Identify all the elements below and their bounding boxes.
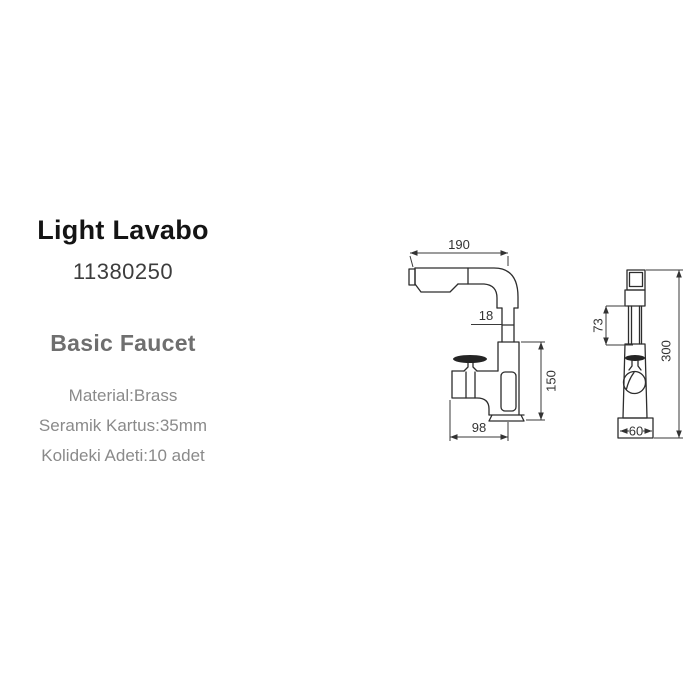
side-view: 190 18 150 98 <box>408 237 558 441</box>
dim-base-depth: 98 <box>449 400 509 441</box>
faucet-body-front <box>617 343 654 439</box>
dim-base-width: 60 <box>620 424 652 439</box>
riser-pipe-front <box>627 305 643 345</box>
spec-cartridge: Seramik Kartus:35mm <box>38 416 208 435</box>
product-category: Basic Faucet <box>50 330 196 356</box>
dim-pipe-width: 18 <box>471 308 502 325</box>
dim-label-190: 190 <box>448 237 470 252</box>
handle-knob <box>622 370 647 395</box>
dim-label-73: 73 <box>590 318 605 332</box>
dim-head-height: 73 <box>590 305 633 346</box>
handle-front <box>622 355 647 395</box>
handle-disc <box>453 355 487 363</box>
product-specs: Material:Brass Seramik Kartus:35mm Kolid… <box>0 381 246 471</box>
dim-spout-reach: 190 <box>409 237 509 268</box>
handle-disc-front <box>625 355 645 361</box>
technical-drawing: 190 18 150 98 <box>408 237 683 441</box>
spec-box-quantity: Kolideki Adeti:10 adet <box>41 446 205 465</box>
dim-label-98: 98 <box>472 420 486 435</box>
spout-outline <box>408 267 519 309</box>
spray-head-front <box>624 269 646 307</box>
product-title: Light Lavabo <box>37 215 209 245</box>
front-view: 73 300 60 <box>590 269 683 439</box>
dim-total-height: 300 <box>646 269 683 439</box>
spec-material: Material:Brass <box>68 386 178 405</box>
faucet-body-side <box>451 341 525 422</box>
dim-label-300: 300 <box>658 340 673 362</box>
dim-label-60: 60 <box>629 424 643 439</box>
dim-label-18: 18 <box>479 308 493 323</box>
dim-body-height: 150 <box>521 341 558 421</box>
dim-label-150: 150 <box>543 370 558 392</box>
product-code: 11380250 <box>72 259 174 284</box>
handle-side <box>453 355 487 399</box>
